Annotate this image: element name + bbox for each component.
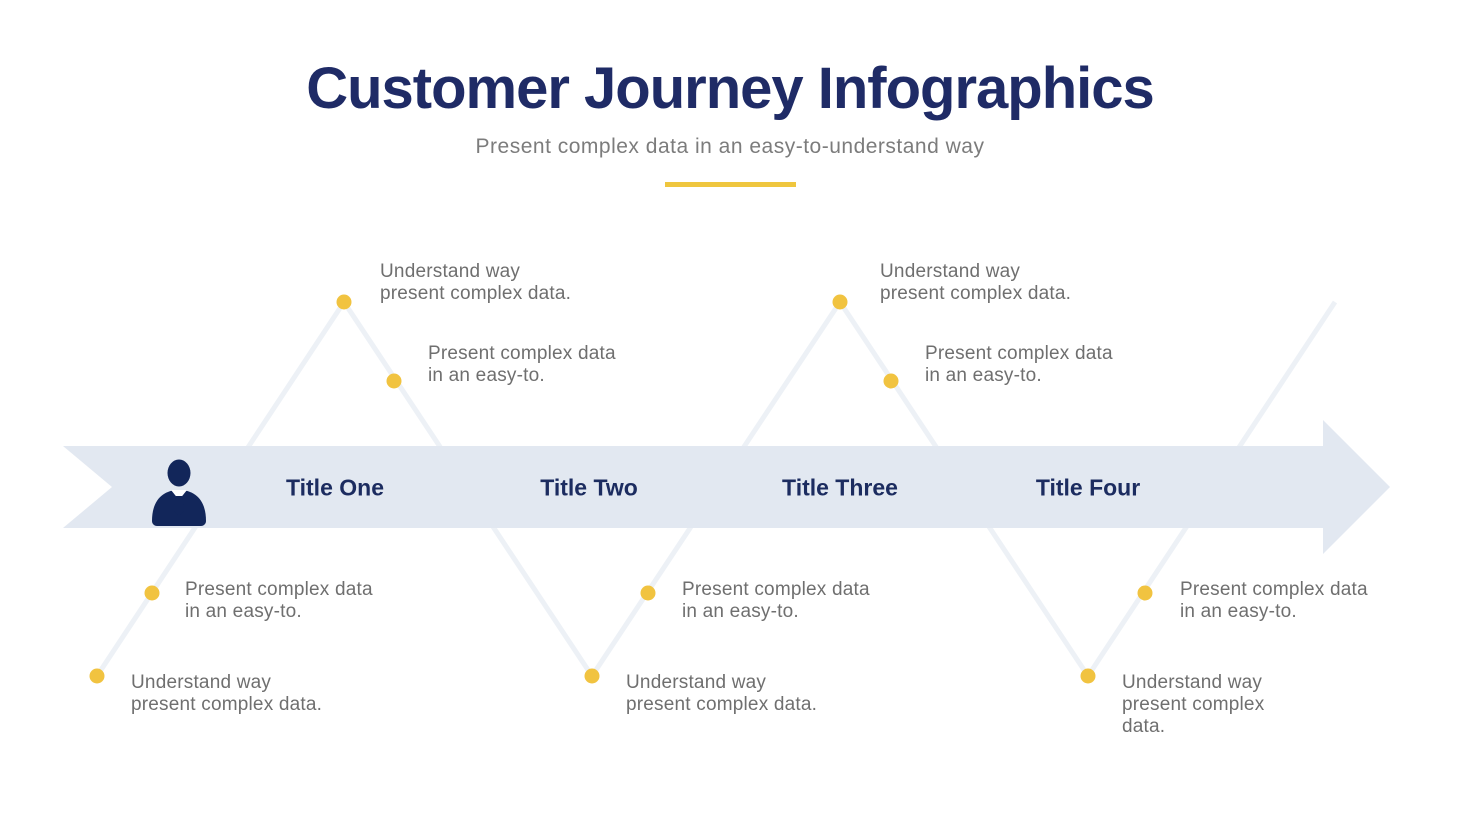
journey-dot [386,373,402,389]
step-title-three: Title Three [782,474,898,501]
title-underline [664,181,796,187]
note-below-2-mid: Present complex data in an easy-to. [682,579,870,622]
note-above-1-mid: Present complex data in an easy-to. [428,343,616,386]
step-title-one: Title One [286,474,384,501]
timeline-start-notch [63,446,112,528]
timeline-arrowhead [1323,420,1390,554]
note-above-1-peak: Understand way present complex data. [380,261,572,304]
journey-dots [89,294,1153,684]
timeline-band [63,446,1323,528]
step-title-four: Title Four [1035,474,1141,501]
note-below-2-bottom: Understand way present complex data. [626,672,818,715]
journey-dot [640,585,656,601]
journey-dot [144,585,160,601]
note-above-2-mid: Present complex data in an easy-to. [925,343,1113,386]
page-subtitle: Present complex data in an easy-to-under… [475,134,985,158]
note-above-2-peak: Understand way present complex data. [880,261,1072,304]
journey-dot [1080,668,1096,684]
journey-dot [336,294,352,310]
note-below-3-bottom: Understand way present complex data. [1122,672,1265,737]
journey-dot [883,373,899,389]
journey-dot [89,668,105,684]
step-title-two: Title Two [540,474,638,501]
journey-dot [832,294,848,310]
journey-dot [584,668,600,684]
page-title: Customer Journey Infographics [306,56,1155,121]
businessman-icon [152,459,206,526]
note-below-3-mid: Present complex data in an easy-to. [1180,579,1368,622]
journey-dot [1137,585,1153,601]
note-below-1-mid: Present complex data in an easy-to. [185,579,373,622]
header: Customer Journey Infographics Present co… [0,0,1460,187]
note-below-1-bottom: Understand way present complex data. [131,672,323,715]
